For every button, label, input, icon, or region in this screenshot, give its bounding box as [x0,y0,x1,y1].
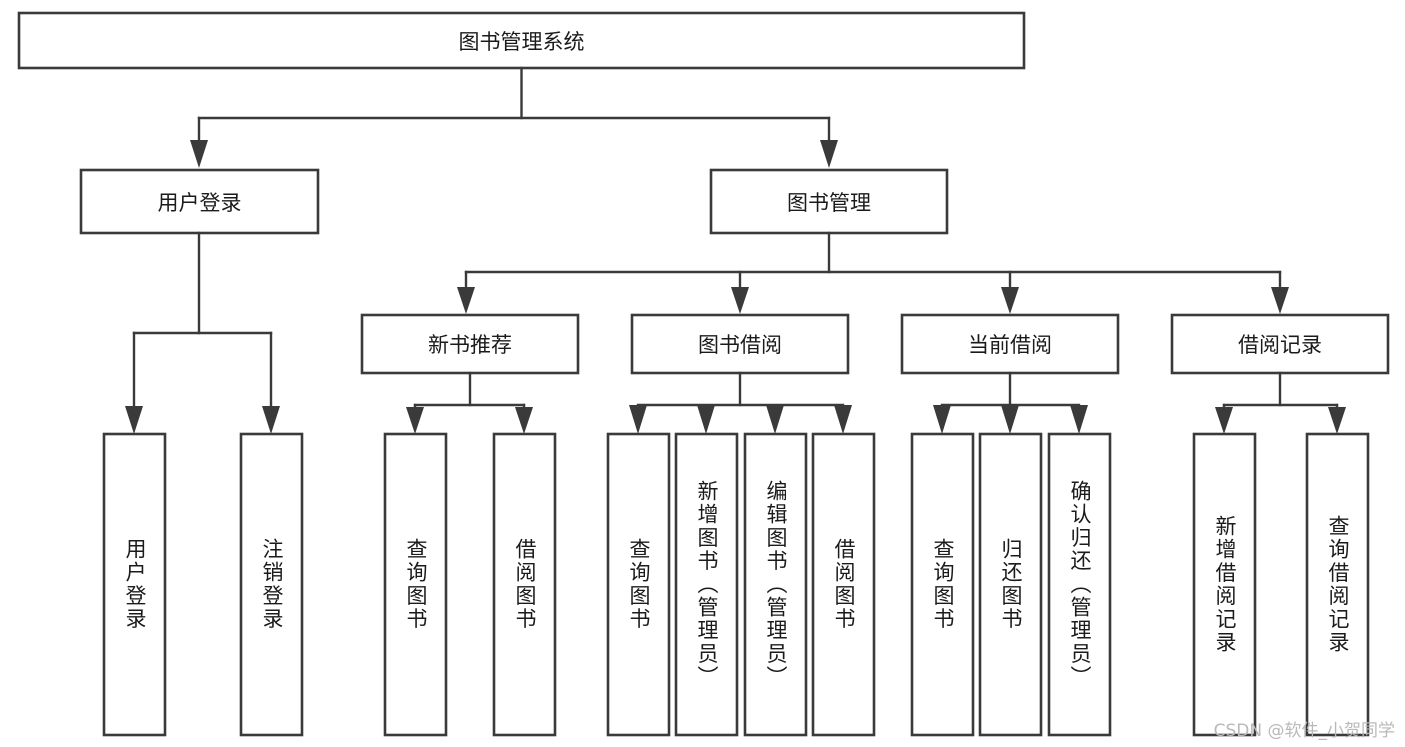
node-user-login[interactable] [79,168,320,235]
node-root-book-management-system[interactable] [17,11,1026,70]
arrowhead-current-borrow [1001,287,1019,314]
arrowhead-borrow-record [1271,287,1289,314]
node-book-management[interactable] [709,168,949,235]
node-leaf-add-book[interactable] [674,432,739,737]
arrowhead-leaf-return-book [1001,405,1019,434]
arrowhead-book-management [820,140,838,168]
arrowhead-leaf-query-book-3 [933,405,951,434]
arrowhead-leaf-logout [262,406,280,434]
arrowhead-new-book-recommend [457,287,475,314]
node-current-borrow[interactable] [900,313,1120,375]
node-leaf-query-record[interactable] [1305,432,1370,737]
arrowhead-book-borrow [731,287,749,314]
arrowhead-leaf-confirm-return [1070,405,1088,434]
arrowhead-leaf-query-book-2 [629,405,647,434]
node-new-book-recommend[interactable] [360,313,580,375]
node-leaf-edit-book[interactable] [743,432,808,737]
arrowhead-leaf-user-login [125,406,143,434]
node-leaf-user-login[interactable] [102,432,167,737]
node-leaf-query-book-1[interactable] [383,432,448,737]
node-book-borrow[interactable] [630,313,850,375]
node-borrow-record[interactable] [1170,313,1390,375]
node-leaf-borrow-book-1[interactable] [492,432,557,737]
node-leaf-add-record[interactable] [1192,432,1257,737]
arrowhead-leaf-query-book-1 [406,407,424,434]
node-leaf-query-book-3[interactable] [910,432,975,737]
node-leaf-confirm-return[interactable] [1047,432,1112,737]
arrowhead-leaf-borrow-book-2 [834,405,852,434]
node-leaf-borrow-book-2[interactable] [811,432,876,737]
arrowhead-leaf-add-record [1215,407,1233,434]
arrowhead-leaf-edit-book [766,405,784,434]
arrowhead-user-login [190,140,208,168]
arrowhead-leaf-add-book [697,405,715,434]
node-leaf-logout[interactable] [239,432,304,737]
node-leaf-return-book[interactable] [978,432,1043,737]
arrowhead-leaf-query-record [1328,407,1346,434]
node-leaf-query-book-2[interactable] [606,432,671,737]
arrowhead-leaf-borrow-book-1 [515,407,533,434]
